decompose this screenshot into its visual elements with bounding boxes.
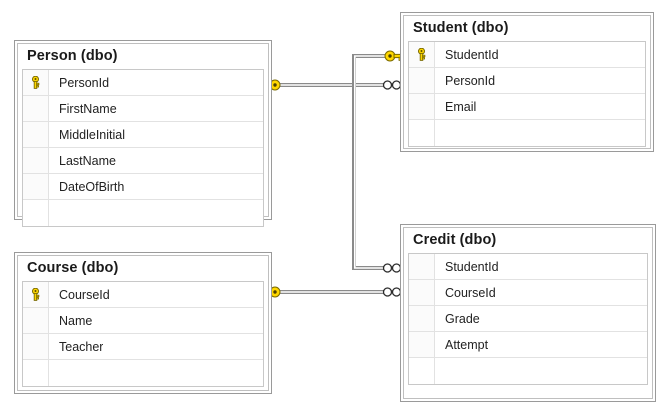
key-cell-empty — [409, 68, 435, 93]
key-cell-empty — [409, 306, 435, 331]
key-cell-empty — [23, 360, 49, 386]
relationship-course-credit[interactable] — [261, 286, 402, 298]
column-row[interactable]: Grade — [409, 306, 647, 332]
column-row[interactable]: Teacher — [23, 334, 263, 360]
column-name: CourseId — [445, 285, 496, 300]
column-name: StudentId — [445, 259, 499, 274]
column-row[interactable]: Attempt — [409, 332, 647, 358]
primary-key-cell — [409, 42, 435, 67]
primary-key-cell — [23, 282, 49, 307]
column-row[interactable]: MiddleInitial — [23, 122, 263, 148]
column-row[interactable]: Email — [409, 94, 645, 120]
column-row[interactable]: StudentId — [409, 42, 645, 68]
key-cell-empty — [23, 308, 49, 333]
column-row[interactable]: FirstName — [23, 96, 263, 122]
primary-key-icon — [32, 288, 40, 301]
column-name: Grade — [445, 311, 480, 326]
key-cell-empty — [23, 122, 49, 147]
key-cell-empty — [23, 174, 49, 199]
empty-row[interactable] — [409, 120, 645, 146]
table-title: Course (dbo) — [18, 256, 268, 281]
column-name: Name — [59, 313, 93, 328]
key-cell-empty — [409, 254, 435, 279]
column-name: Teacher — [59, 339, 104, 354]
column-row[interactable]: PersonId — [409, 68, 645, 94]
table-title: Student (dbo) — [404, 16, 650, 41]
key-cell-empty — [409, 280, 435, 305]
primary-key-icon — [32, 76, 40, 89]
primary-key-cell — [23, 70, 49, 95]
key-cell-empty — [23, 96, 49, 121]
column-row[interactable]: DateOfBirth — [23, 174, 263, 200]
infinity-endpoint-icon — [382, 80, 402, 90]
column-row[interactable]: StudentId — [409, 254, 647, 280]
key-cell-empty — [23, 148, 49, 173]
column-name: Attempt — [445, 337, 489, 352]
primary-key-icon — [418, 48, 426, 61]
infinity-endpoint-icon — [382, 263, 402, 273]
key-cell-empty — [409, 332, 435, 357]
infinity-endpoint-icon — [382, 287, 402, 297]
table-title: Person (dbo) — [18, 44, 268, 69]
key-cell-empty — [23, 200, 49, 226]
column-row[interactable]: PersonId — [23, 70, 263, 96]
column-row[interactable]: Name — [23, 308, 263, 334]
column-row[interactable]: CourseId — [23, 282, 263, 308]
key-cell-empty — [409, 120, 435, 146]
column-name: StudentId — [445, 47, 499, 62]
table-title: Credit (dbo) — [404, 228, 652, 253]
column-name: Email — [445, 99, 477, 114]
key-cell-empty — [409, 94, 435, 119]
relationship-student-credit[interactable] — [352, 50, 404, 273]
column-row[interactable]: CourseId — [409, 280, 647, 306]
column-row[interactable]: LastName — [23, 148, 263, 174]
column-name: LastName — [59, 153, 116, 168]
empty-row[interactable] — [23, 200, 263, 226]
column-name: PersonId — [59, 75, 110, 90]
column-name: CourseId — [59, 287, 110, 302]
empty-row[interactable] — [409, 358, 647, 384]
empty-row[interactable] — [23, 360, 263, 386]
relationship-person-student[interactable] — [261, 79, 402, 91]
column-name: MiddleInitial — [59, 127, 126, 142]
key-cell-empty — [23, 334, 49, 359]
column-name: PersonId — [445, 73, 496, 88]
column-name: FirstName — [59, 101, 117, 116]
column-name: DateOfBirth — [59, 179, 125, 194]
key-cell-empty — [409, 358, 435, 384]
